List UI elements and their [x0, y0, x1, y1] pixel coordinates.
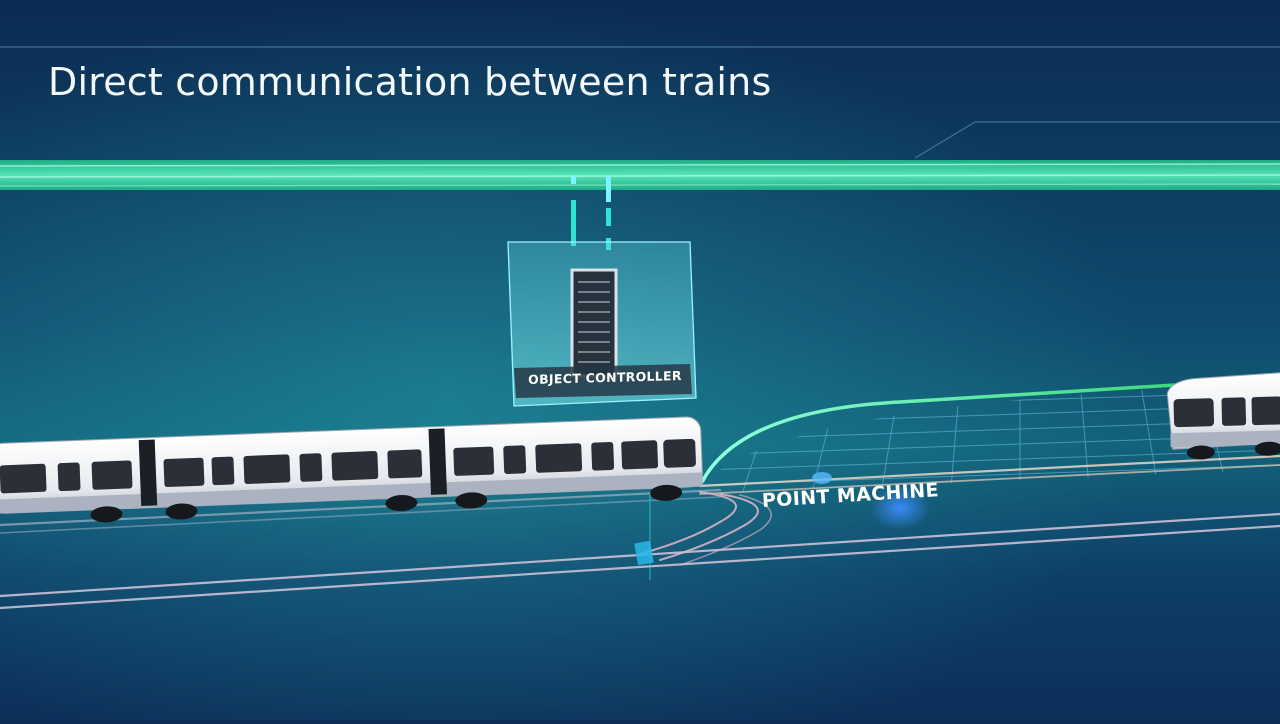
network-bar-line — [0, 183, 1280, 187]
page-title: Direct communication between trains — [48, 60, 772, 104]
train-remote — [1166, 371, 1280, 460]
point-machine-marker — [812, 472, 832, 484]
network-bar-line — [0, 163, 1280, 167]
train-main — [0, 416, 703, 523]
route-curve — [700, 383, 1176, 483]
train-coupling — [428, 428, 448, 495]
header-accent-line — [914, 121, 1280, 159]
track-sensor — [634, 540, 654, 566]
point-machine-glow — [870, 486, 930, 530]
network-bar-line — [0, 174, 1280, 178]
train-coupling — [138, 439, 158, 507]
object-controller — [507, 241, 697, 407]
